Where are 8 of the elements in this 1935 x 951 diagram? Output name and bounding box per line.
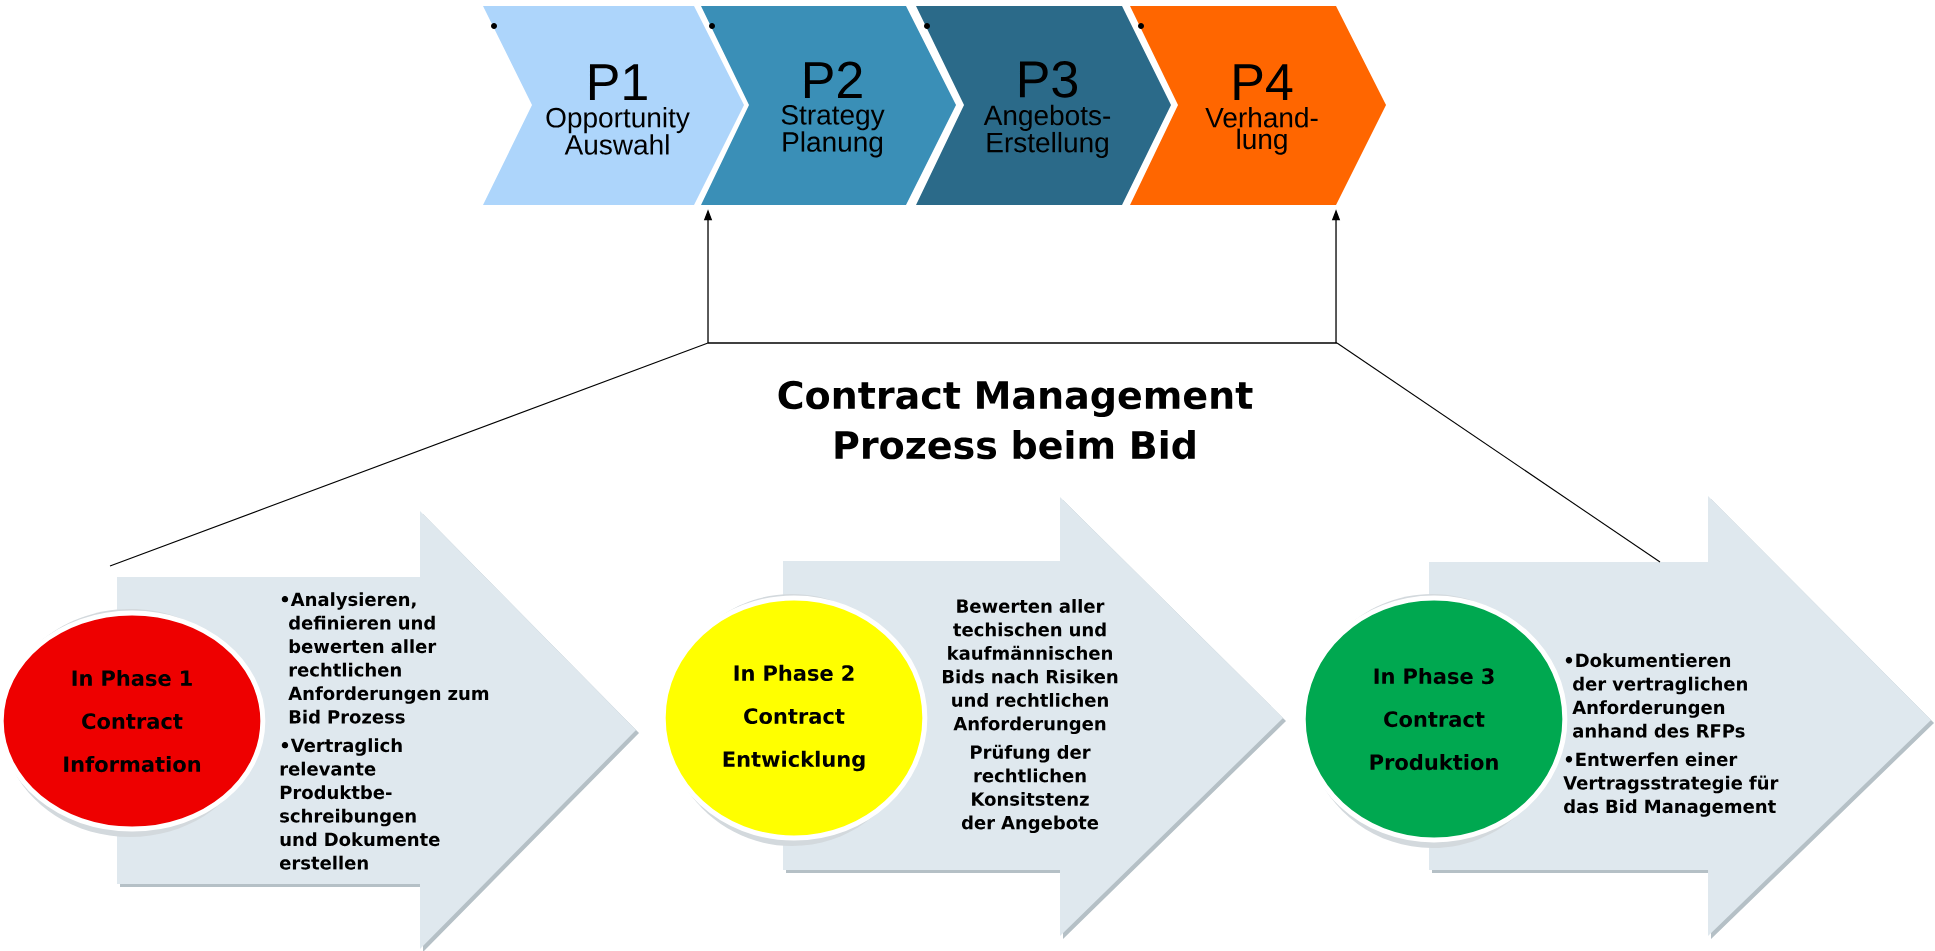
process-step: P3 Angebots- Erstellung bbox=[916, 6, 1171, 205]
bracket-line bbox=[708, 342, 1337, 344]
title: Contract Management Prozess beim Bid bbox=[778, 380, 1253, 460]
connector-line bbox=[109, 342, 709, 567]
process-step: P4 Verhand- lung bbox=[1130, 6, 1386, 205]
connector-line bbox=[1336, 342, 1661, 563]
process-step: P2 Strategy Planung bbox=[701, 6, 956, 205]
process-step: P1 Opportunity Auswahl bbox=[483, 6, 744, 205]
